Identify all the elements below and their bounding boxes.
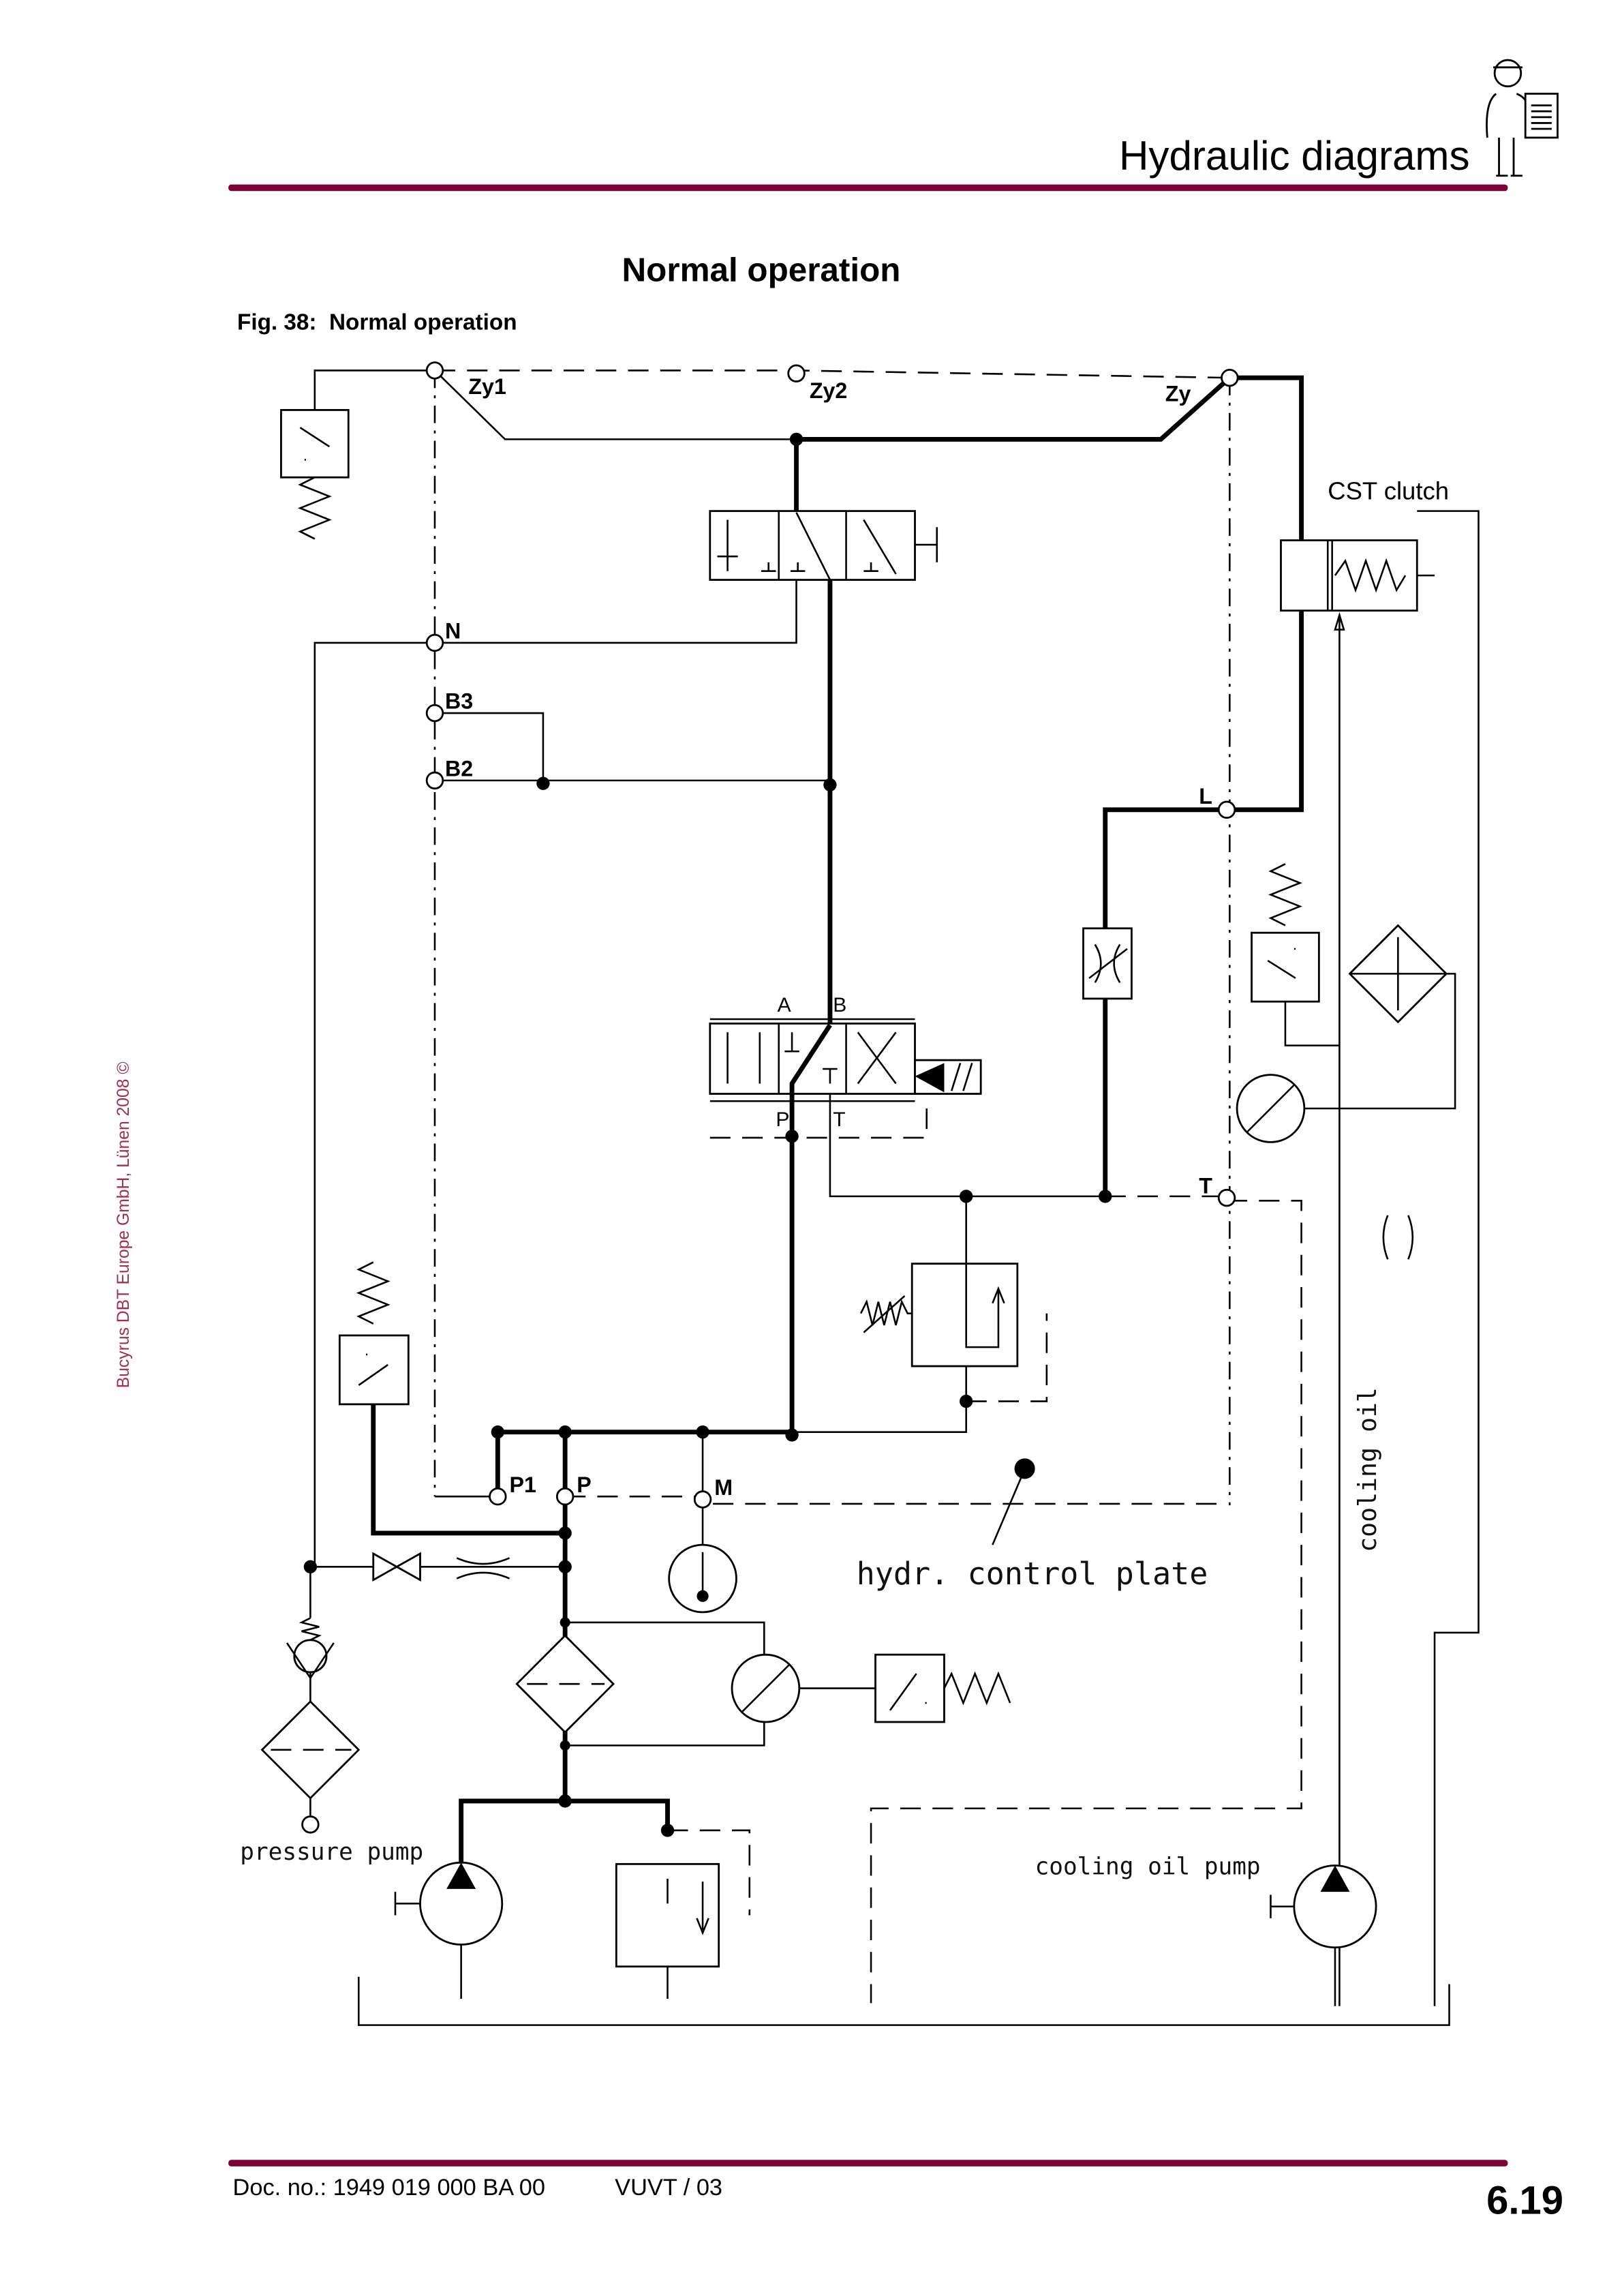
- hydraulic-diagram: Zy1 Zy2 Zy N B3 B2 CST clutch L: [240, 361, 1480, 2026]
- port-label-b3: B3: [445, 689, 473, 714]
- directional-valve-top: [709, 510, 938, 581]
- cooling-oil-pump-label: cooling oil pump: [1035, 1853, 1261, 1880]
- valve-port-p: P: [776, 1108, 789, 1131]
- pressure-pump-label: pressure pump: [240, 1839, 423, 1866]
- valve-port-b: B: [833, 994, 846, 1016]
- cst-clutch-label: CST clutch: [1328, 477, 1449, 504]
- figure-caption: Fig. 38: Normal operation: [237, 309, 517, 335]
- port-label-p: P: [577, 1472, 591, 1497]
- footer-rule: [228, 2160, 1508, 2166]
- doc-number: Doc. no.: 1949 019 000 BA 00: [233, 2175, 545, 2201]
- port-label-n: N: [445, 619, 461, 644]
- pressure-switch-left: [338, 1334, 410, 1406]
- throttle-valve: [1082, 927, 1133, 1000]
- port-label-b2: B2: [445, 756, 473, 781]
- directional-valve-solenoid: [709, 1018, 982, 1102]
- port-label-l: L: [1199, 784, 1212, 809]
- cooling-pressure-switch: [1251, 931, 1320, 1003]
- page-title: Normal operation: [622, 251, 901, 288]
- pressure-switch: [280, 409, 350, 479]
- section-title: Hydraulic diagrams: [1119, 133, 1470, 179]
- hydr-control-plate-label: hydr. control plate: [857, 1556, 1208, 1592]
- header-rule: [228, 184, 1508, 192]
- check-valve: [293, 1639, 328, 1674]
- port-label-zy2: Zy2: [810, 378, 848, 403]
- doc-version: VUVT / 03: [615, 2175, 722, 2201]
- shutoff-valve: [372, 1552, 421, 1582]
- cst-clutch-cylinder: [1280, 539, 1435, 612]
- port-label-t: T: [1199, 1174, 1212, 1198]
- valve-port-a: A: [778, 994, 791, 1016]
- valve-port-t: T: [833, 1108, 845, 1131]
- worker-with-clipboard-icon: [1486, 59, 1559, 177]
- throttle: [456, 1557, 510, 1580]
- copyright-notice: Bucyrus DBT Europe GmbH, Lünen 2008 ©: [114, 1061, 133, 1388]
- filter-pressure-switch: [874, 1653, 945, 1723]
- page-number: 6.19: [1486, 2179, 1563, 2223]
- port-label-zy: Zy: [1165, 382, 1191, 406]
- port-label-m: M: [714, 1475, 733, 1500]
- pressure-relief-valve: [911, 1263, 1019, 1368]
- cooling-oil-label: cooling oil: [1353, 1387, 1382, 1552]
- port-label-zy1: Zy1: [468, 374, 506, 399]
- port-label-p1: P1: [510, 1472, 536, 1497]
